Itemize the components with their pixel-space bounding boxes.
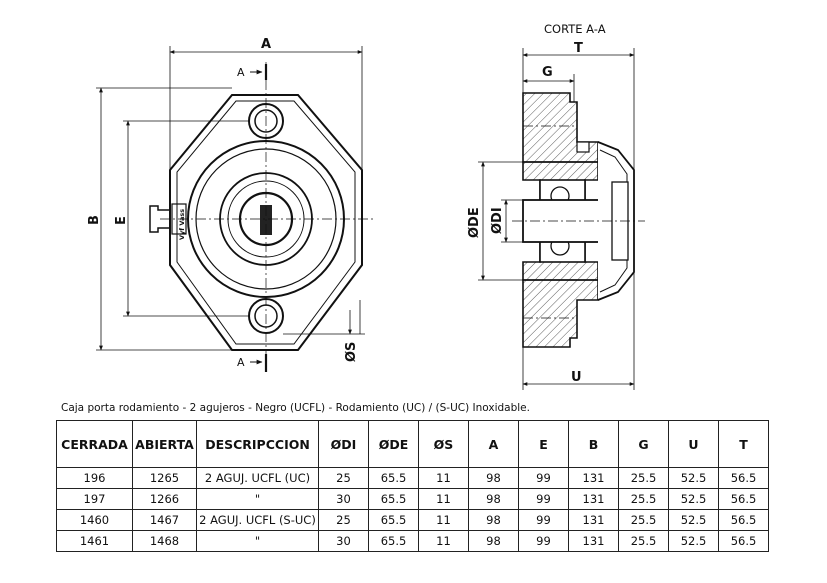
table-cell: " [196,488,319,510]
table-cell: 65.5 [368,467,419,489]
table-row: 1460 1467 2 AGUJ. UCFL (S-UC) 25 65.5 11… [56,509,769,531]
dim-b-label: B [87,215,102,225]
dim-s-label: ØS [344,342,359,362]
table-cell: 1460 [56,509,133,531]
table-cell: 52.5 [668,530,719,552]
table-cell: 25.5 [618,488,669,510]
table-cell: 11 [418,467,469,489]
section-view [522,92,635,348]
table-cell: 131 [568,530,619,552]
col-header-b: B [568,420,619,468]
table-cell: 2 AGUJ. UCFL (S-UC) [196,509,319,531]
dim-e-label: E [114,216,129,225]
table-cell: 98 [468,530,519,552]
table-cell: 196 [56,467,133,489]
table-cell: 25.5 [618,530,669,552]
dim-u-label: U [571,370,582,385]
table-cell: 1266 [132,488,197,510]
col-header-a: A [468,420,519,468]
table-header-row: CERRADA ABIERTA DESCRIPCCION ØDI ØDE ØS … [56,420,769,468]
table-cell: 1265 [132,467,197,489]
dim-a-label: A [261,37,271,52]
table-cell: 98 [468,488,519,510]
table-cell: 25 [318,467,369,489]
col-header-t: T [718,420,769,468]
table-cell: 131 [568,509,619,531]
table-cell: 65.5 [368,488,419,510]
dim-g-label: G [542,65,553,80]
table-cell: 11 [418,509,469,531]
col-header-de: ØDE [368,420,419,468]
table-cell: 25.5 [618,467,669,489]
table-cell: 30 [318,488,369,510]
table-cell: 56.5 [718,467,769,489]
table-cell: 99 [518,488,569,510]
table-cell: 11 [418,488,469,510]
technical-drawing: Vyf Vass A B E ØS A A CORTE A-A [87,22,645,390]
table-cell: 99 [518,530,569,552]
table-cell: 1467 [132,509,197,531]
dim-t-label: T [574,41,583,56]
table-cell: 98 [468,467,519,489]
table-cell: 2 AGUJ. UCFL (UC) [196,467,319,489]
section-hatch-bottom [522,279,599,348]
table-cell: 99 [518,509,569,531]
table-cell: 56.5 [718,488,769,510]
cut-label-top: A [237,66,245,79]
table-cell: 98 [468,509,519,531]
front-brand-text: Vyf Vass [178,209,186,240]
table-cell: 11 [418,530,469,552]
col-header-cerrada: CERRADA [56,420,133,468]
flange-inner-outline [176,100,356,345]
dim-di-label: ØDI [490,207,505,234]
col-header-di: ØDI [318,420,369,468]
table-cell: 25.5 [618,509,669,531]
table-cell: 56.5 [718,530,769,552]
table-cell: 25 [318,509,369,531]
table-cell: 131 [568,467,619,489]
table-cell: 30 [318,530,369,552]
flange-outline [169,94,363,351]
table-cell: 197 [56,488,133,510]
col-header-g: G [618,420,669,468]
table-row: 197 1266 " 30 65.5 11 98 99 131 25.5 52.… [56,488,769,510]
table-cell: 1461 [56,530,133,552]
table-cell: 65.5 [368,509,419,531]
cut-label-bottom: A [237,356,245,369]
col-header-abierta: ABIERTA [132,420,197,468]
table-cell: 52.5 [668,488,719,510]
spec-table: CERRADA ABIERTA DESCRIPCCION ØDI ØDE ØS … [56,420,769,552]
table-cell: 56.5 [718,509,769,531]
grease-nipple-icon [149,205,170,233]
table-cell: 99 [518,467,569,489]
table-cell: 52.5 [668,509,719,531]
col-header-u: U [668,420,719,468]
table-cell: 52.5 [668,467,719,489]
drawing-caption: Caja porta rodamiento - 2 agujeros - Neg… [61,402,530,414]
col-header-s: ØS [418,420,469,468]
dim-de-label: ØDE [467,207,482,238]
col-header-descripcion: DESCRIPCCION [196,420,319,468]
table-row: 1461 1468 " 30 65.5 11 98 99 131 25.5 52… [56,530,769,552]
table-cell: 65.5 [368,530,419,552]
col-header-e: E [518,420,569,468]
section-title: CORTE A-A [544,22,606,36]
table-cell: 1468 [132,530,197,552]
table-cell: " [196,530,319,552]
table-row: 196 1265 2 AGUJ. UCFL (UC) 25 65.5 11 98… [56,467,769,489]
table-cell: 131 [568,488,619,510]
